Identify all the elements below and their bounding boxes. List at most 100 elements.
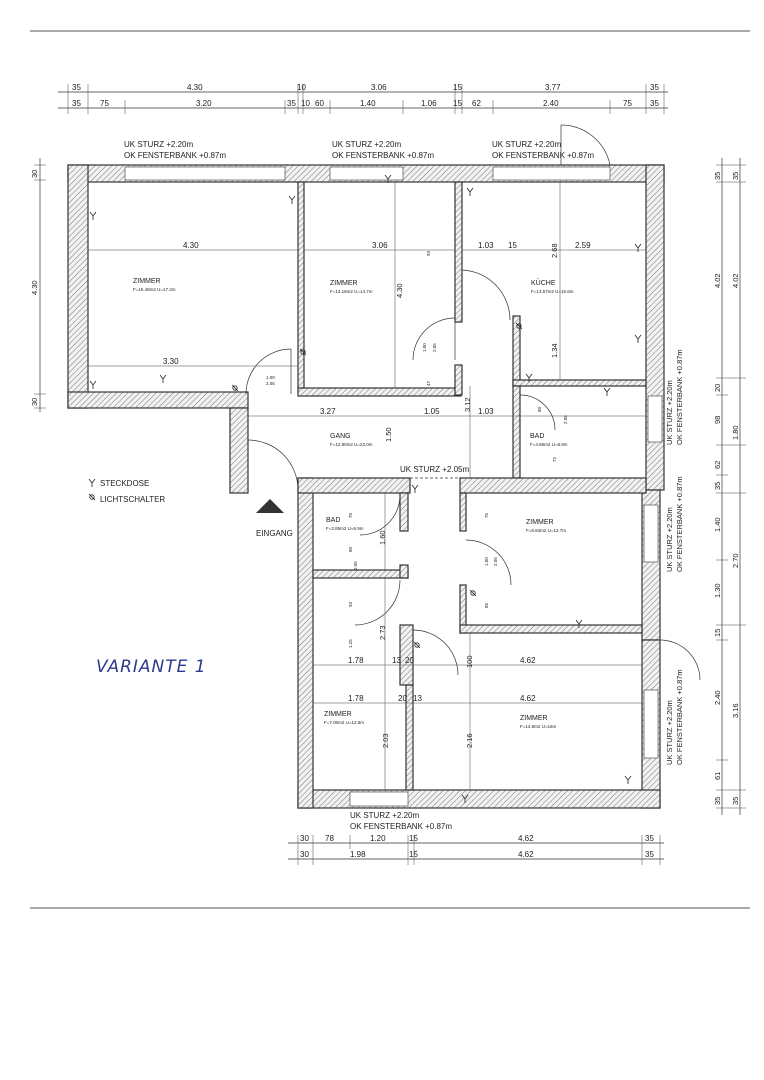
legend-switch: LICHTSCHALTER [100, 495, 165, 504]
annot-top-right-1: UK STURZ +2.20m [492, 140, 561, 149]
room-bad-small-name: BAD [530, 433, 544, 440]
dim-row-13a: 13 [392, 656, 401, 665]
room-bad-left-info: F=2.85m2 U=6.9m [326, 526, 364, 531]
dim-right1-d: 98 [713, 416, 722, 424]
annot-right2-1: UK STURZ +2.20m [665, 507, 674, 572]
dim-row-20b: 20 [398, 694, 407, 703]
annot-top-left-1: UK STURZ +2.20m [124, 140, 193, 149]
dim-z1-sill: 3.30 [163, 357, 179, 366]
dim-right1-a: 35 [713, 172, 722, 180]
annot-right1-2: OK FENSTERBANK +0.87m [675, 349, 684, 445]
dim-k-height: 2.68 [550, 243, 559, 258]
dim-top2-f: 60 [315, 99, 324, 108]
dim-right2-c: 1.80 [731, 425, 740, 440]
variant-label: VARIANTE 1 [96, 657, 207, 677]
dim-top2-g: 1.40 [360, 99, 376, 108]
dim-top1-d: 3.06 [371, 83, 387, 92]
dim-right1-c: 20 [713, 384, 722, 392]
dim-top2-k: 2.40 [543, 99, 559, 108]
dim-top2-c: 3.20 [196, 99, 212, 108]
dim-right2-f: 35 [731, 797, 740, 805]
dim-row-178a: 1.78 [348, 656, 364, 665]
switch-icon [88, 493, 96, 501]
dim-top1-g: 35 [650, 83, 659, 92]
dim-row-20: 20 [405, 656, 414, 665]
dim-top2-a: 35 [72, 99, 81, 108]
room-zimmer5-name: ZIMMER [520, 715, 548, 722]
dim-gang-312: 3.12 [463, 397, 472, 412]
room-labels: ZIMMER F=15.48m2 U=17.2m ZIMMER F=13.16m… [133, 278, 574, 729]
dim-z5-216: 2.16 [465, 733, 474, 748]
dim-right2-d: 2.70 [731, 553, 740, 568]
dim-bot2-c: 15 [409, 850, 418, 859]
dim-bl-93: 93 [348, 601, 353, 607]
annot-right1-1: UK STURZ +2.20m [665, 380, 674, 445]
dim-top2-l: 75 [623, 99, 632, 108]
top-dimension-chain: 35 4.30 10 3.06 15 3.77 35 35 75 3.20 35… [58, 83, 668, 114]
dim-door-100b: 1.00 [422, 343, 427, 352]
annot-right3-1: UK STURZ +2.20m [665, 700, 674, 765]
room-zimmer3-info: F=8.83m2 U=12.7m [526, 528, 566, 533]
dim-right1-b: 4.02 [713, 273, 722, 288]
dim-z1-width: 4.30 [183, 241, 199, 250]
dim-right1-f: 35 [713, 482, 722, 490]
entrance-label: EINGANG [256, 529, 293, 538]
annot-bottom-2: OK FENSTERBANK +0.87m [350, 822, 452, 831]
dim-right2-a: 35 [731, 172, 740, 180]
dim-top2-e: 10 [301, 99, 310, 108]
dim-bl-160: 1.60 [378, 530, 387, 545]
dim-bot1-f: 35 [645, 834, 654, 843]
dim-bad-72: 72 [552, 456, 557, 462]
annot-right2-2: OK FENSTERBANK +0.87m [675, 476, 684, 572]
room-gang-info: F=12.90m2 U=23.0m [330, 442, 373, 447]
dim-gang-105: 1.05 [424, 407, 440, 416]
dim-bl-205: 2.05 [353, 561, 358, 570]
dim-z2-height: 4.30 [395, 283, 404, 298]
dim-door-205b: 2.05 [432, 343, 437, 352]
dim-z3-85: 85 [484, 602, 489, 608]
annot-bottom-1: UK STURZ +2.20m [350, 811, 419, 820]
dim-top2-b: 75 [100, 99, 109, 108]
room-bad-left-name: BAD [326, 517, 340, 524]
dim-right1-e: 62 [713, 461, 722, 469]
annot-top-mid-1: UK STURZ +2.20m [332, 140, 401, 149]
dim-row-100: 100 [465, 655, 474, 668]
room-zimmer1-info: F=15.48m2 U=17.2m [133, 287, 176, 292]
dim-door-100: 1.00 [266, 375, 275, 380]
dim-k-15: 15 [508, 241, 517, 250]
dim-top2-i: 15 [453, 99, 462, 108]
electrical-symbols [89, 174, 642, 803]
right-dimension-chain: 35 4.02 20 98 62 35 1.40 1.30 15 2.40 61… [713, 158, 746, 815]
room-bad-small-info: F=4.86m2 U=8.9m [530, 442, 568, 447]
dim-top2-d: 35 [287, 99, 296, 108]
dim-bad-80: 80 [537, 406, 542, 412]
dim-bot2-b: 1.98 [350, 850, 366, 859]
dim-top1-c: 10 [297, 83, 306, 92]
room-zimmer4-name: ZIMMER [324, 711, 352, 718]
top-annotations: UK STURZ +2.20m OK FENSTERBANK +0.87m UK… [124, 140, 594, 160]
dim-top1-e: 15 [453, 83, 462, 92]
room-zimmer5-info: F=14.8m2 U=16m [520, 724, 557, 729]
doors [245, 124, 701, 681]
dim-k-w2: 2.59 [575, 241, 591, 250]
room-kueche-name: KÜCHE [531, 279, 556, 287]
dim-bad-205: 2.05 [563, 415, 568, 424]
dim-bot1-a: 30 [300, 834, 309, 843]
dim-47: 47 [426, 380, 431, 386]
legend-socket: STECKDOSE [100, 479, 149, 488]
dim-z3-100: 1.00 [484, 557, 489, 566]
dim-gang-103: 1.03 [478, 407, 494, 416]
bottom-dimension-chain: 30 78 1.20 15 4.62 35 30 1.98 15 4.62 35 [288, 834, 664, 865]
dim-bot1-d: 15 [409, 834, 418, 843]
dim-row-462a: 4.62 [520, 656, 536, 665]
dim-top2-j: 62 [472, 99, 481, 108]
dim-top2-h: 1.06 [421, 99, 437, 108]
dim-93: 93 [426, 250, 431, 256]
room-zimmer1-name: ZIMMER [133, 278, 161, 285]
dim-row-178b: 1.78 [348, 694, 364, 703]
dim-right2-b: 4.02 [731, 273, 740, 288]
room-zimmer2-name: ZIMMER [330, 280, 358, 287]
interior-dimension-lines [88, 182, 646, 790]
dim-left-b: 4.30 [30, 280, 39, 295]
dim-z3-205: 2.05 [493, 557, 498, 566]
